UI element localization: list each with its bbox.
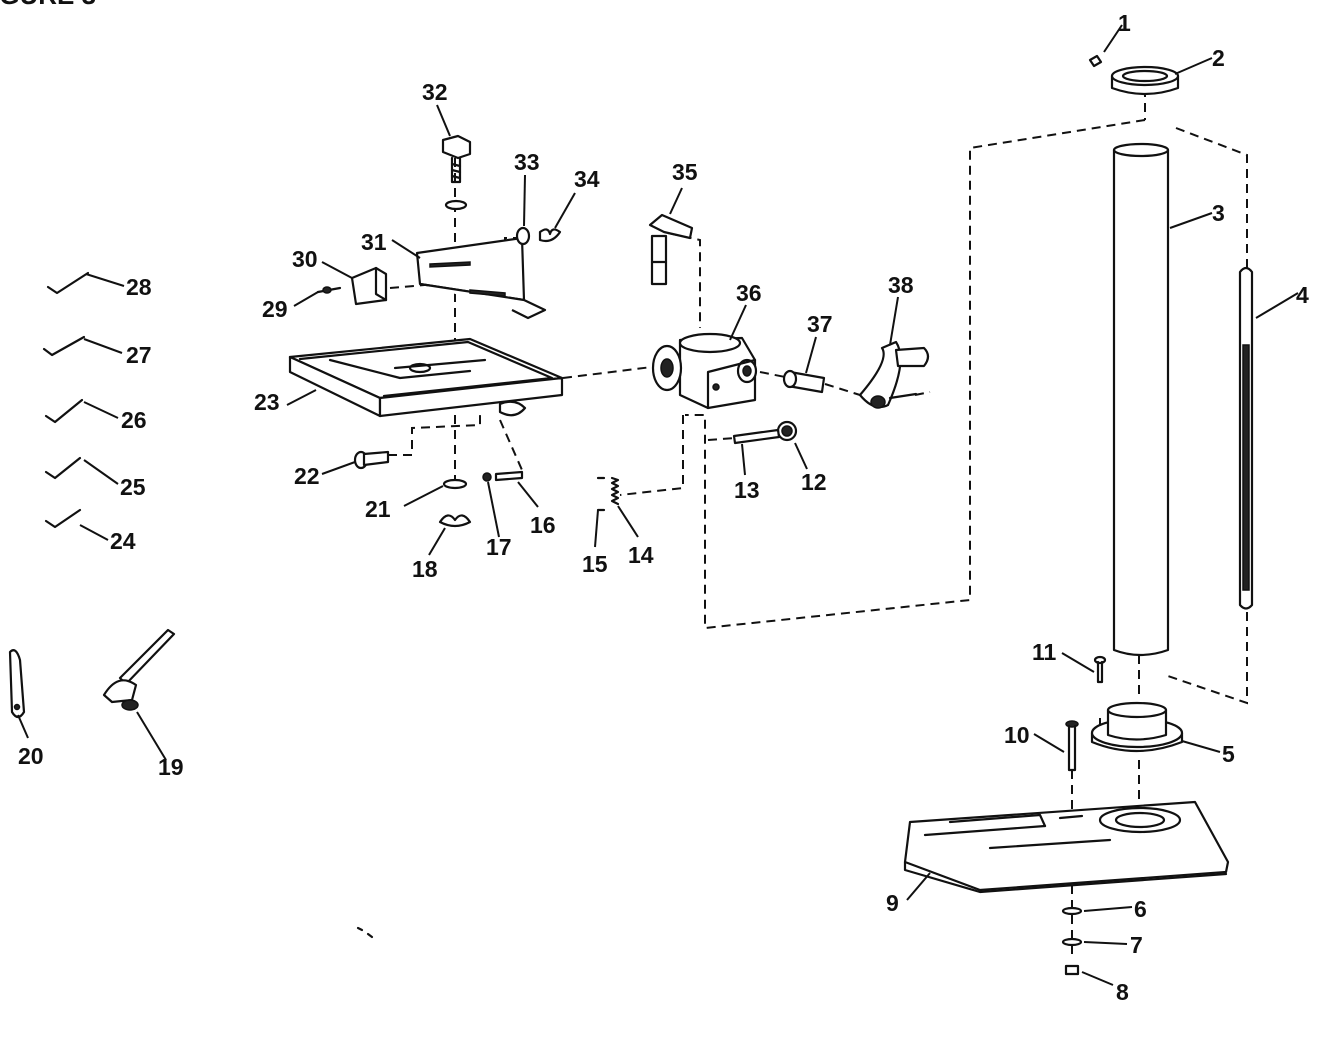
- part-35-clamp-lever: [648, 213, 694, 286]
- part-37-worm-shaft: [782, 369, 826, 394]
- part-11-set-screw: [1093, 655, 1107, 684]
- callout-32: 32: [422, 79, 448, 105]
- part-2-column-collar: [1110, 65, 1180, 96]
- callout-6: 6: [1134, 896, 1147, 922]
- callout-14: 14: [628, 542, 654, 568]
- callout-4: 4: [1296, 282, 1309, 308]
- callout-34: 34: [574, 166, 600, 192]
- callout-19: 19: [158, 754, 184, 780]
- part-24-hex-key: [44, 508, 82, 529]
- part-33-washer: [515, 226, 531, 246]
- part-34-wing-nut: [538, 228, 562, 243]
- part-15-screw: [596, 476, 606, 512]
- callout-29: 29: [262, 296, 288, 322]
- callout-27: 27: [126, 342, 152, 368]
- callout-24: 24: [110, 528, 136, 554]
- part-13-pin: [732, 428, 781, 445]
- part-29-screw: [316, 286, 342, 294]
- part-19-handle: [102, 628, 176, 711]
- callout-7: 7: [1130, 932, 1143, 958]
- part-28-hex-key: [46, 271, 90, 295]
- part-30-pointer: [350, 266, 388, 306]
- part-38-crank-handle: [858, 340, 930, 409]
- part-6-washer: [1061, 906, 1083, 916]
- part-7-lock-washer: [1061, 937, 1083, 947]
- part-18-wing-nut: [438, 514, 472, 528]
- callout-33: 33: [514, 149, 540, 175]
- part-36-table-bracket: [651, 332, 758, 410]
- callout-9: 9: [886, 890, 899, 916]
- callout-30: 30: [292, 246, 318, 272]
- part-22-bolt: [353, 450, 390, 470]
- callout-36: 36: [736, 280, 762, 306]
- stray-marks: [356, 926, 374, 939]
- part-14-spring: [610, 476, 620, 506]
- callout-16: 16: [530, 512, 556, 538]
- callout-leader-lines: [17, 24, 1299, 986]
- part-3-column: [1112, 142, 1170, 657]
- part-4-rack: [1238, 266, 1254, 610]
- callout-35: 35: [672, 159, 698, 185]
- figure-title: IGURE 3: [0, 0, 96, 10]
- callout-26: 26: [121, 407, 147, 433]
- callout-37: 37: [807, 311, 833, 337]
- part-21-washer: [442, 478, 468, 490]
- callout-12: 12: [801, 469, 827, 495]
- callout-25: 25: [120, 474, 146, 500]
- part-9-base: [903, 800, 1230, 894]
- part-20-wrench: [8, 649, 26, 719]
- part-25-hex-key: [44, 456, 82, 480]
- part-16-pin: [494, 470, 524, 482]
- part-8-nut: [1064, 964, 1080, 976]
- part-27-hex-key: [42, 335, 86, 357]
- callout-13: 13: [734, 477, 760, 503]
- callout-17: 17: [486, 534, 512, 560]
- callout-20: 20: [18, 743, 44, 769]
- assembly-guide-lines: [388, 88, 1248, 960]
- callout-38: 38: [888, 272, 914, 298]
- part-17-washer: [482, 472, 492, 482]
- callout-18: 18: [412, 556, 438, 582]
- callout-5: 5: [1222, 741, 1235, 767]
- callout-3: 3: [1212, 200, 1225, 226]
- part-23-table: [288, 337, 564, 418]
- callout-28: 28: [126, 274, 152, 300]
- callout-15: 15: [582, 551, 608, 577]
- part-26-hex-key: [44, 398, 84, 424]
- callout-21: 21: [365, 496, 391, 522]
- callout-8: 8: [1116, 979, 1129, 1005]
- part-10-bolt: [1065, 720, 1079, 772]
- callout-1: 1: [1118, 10, 1131, 36]
- part-1-set-screw: [1088, 54, 1103, 68]
- callout-23: 23: [254, 389, 280, 415]
- callout-2: 2: [1212, 45, 1225, 71]
- callout-22: 22: [294, 463, 320, 489]
- callout-10: 10: [1004, 722, 1030, 748]
- part-31-bevel-scale: [415, 236, 547, 320]
- part-12-knob: [776, 420, 798, 442]
- part-32-locking-bolt: [441, 134, 472, 211]
- part-5-column-support: [1090, 701, 1184, 753]
- callout-31: 31: [361, 229, 387, 255]
- callout-labels: 1 2 3 4 5 6 7 8 9 10 11 12 13 14 15 16 1…: [18, 10, 1309, 1005]
- callout-11: 11: [1032, 639, 1057, 665]
